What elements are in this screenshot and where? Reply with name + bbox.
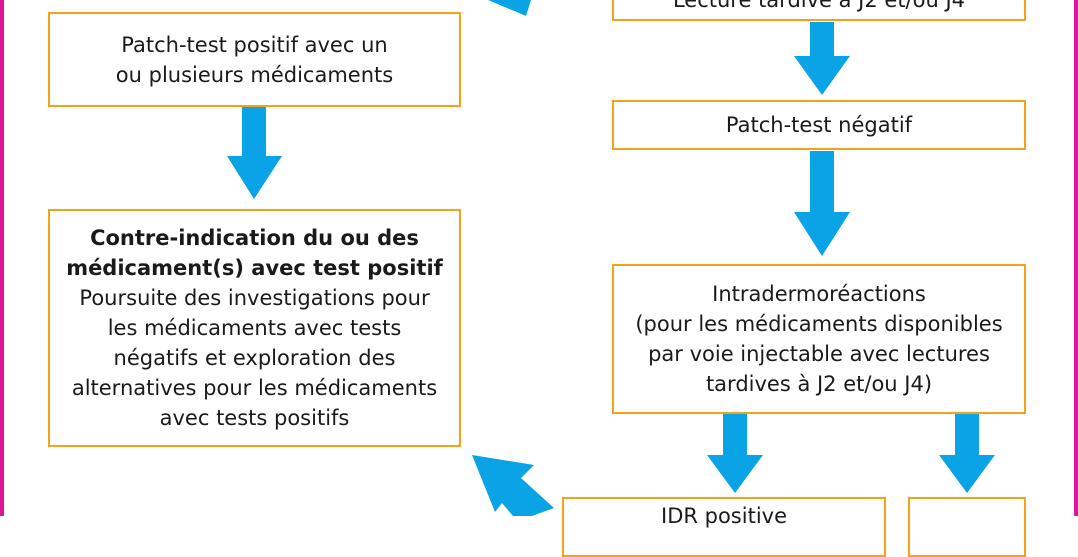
arrow-down-idr-pos-shaft	[723, 414, 747, 456]
contre-indication-line-3: négatifs et exploration des	[113, 346, 396, 370]
arrow-diagonal-to-contre-indication	[472, 455, 554, 516]
arrow-down-right-1-shaft	[810, 22, 834, 57]
arrow-up-left-partial	[488, 0, 531, 16]
arrows-layer	[227, 0, 995, 516]
lecture-tardive-box: Lecture tardive à J2 et/ou J4	[612, 0, 1026, 21]
intradermo-line-2: (pour les médicaments disponibles	[635, 312, 1003, 336]
patch-positive-line-1: Patch-test positif avec un	[121, 32, 388, 57]
intradermo-box: Intradermoréactions (pour les médicament…	[612, 264, 1026, 414]
arrow-down-right-2-head	[794, 212, 850, 256]
frame-right-border	[1074, 0, 1078, 516]
arrow-down-right-2-shaft	[810, 151, 834, 213]
patch-positive-line-2: ou plusieurs médicaments	[115, 62, 394, 87]
patch-test-negative-box: Patch-test négatif	[612, 100, 1026, 150]
intradermo-line-4: tardives à J2 et/ou J4)	[705, 372, 933, 396]
arrow-down-idr-neg-shaft	[955, 414, 979, 456]
arrow-down-idr-pos-head	[707, 455, 763, 493]
arrow-down-right-1-head	[794, 56, 850, 95]
intradermo-line-3: par voie injectable avec lectures	[648, 342, 990, 366]
contre-indication-line-5: avec tests positifs	[159, 406, 350, 430]
contre-indication-line-2: les médicaments avec tests	[107, 316, 402, 340]
contre-indication-line-4: alternatives pour les médicaments	[71, 376, 438, 400]
arrow-down-idr-neg-head	[939, 455, 995, 493]
contre-indication-box: Contre-indication du ou des médicament(s…	[48, 209, 461, 447]
lecture-tardive-text: Lecture tardive à J2 et/ou J4	[672, 0, 966, 12]
frame-left-border	[0, 0, 4, 516]
arrow-down-left-shaft	[242, 107, 266, 157]
contre-indication-line-1: Poursuite des investigations pour	[79, 286, 430, 310]
contre-indication-bold-line-1: Contre-indication du ou des	[90, 226, 419, 250]
contre-indication-bold-line-2: médicament(s) avec test positif	[66, 256, 443, 280]
intradermo-line-1: Intradermoréactions	[712, 282, 926, 306]
patch-test-positive-box: Patch-test positif avec un ou plusieurs …	[48, 12, 461, 107]
patch-negative-text: Patch-test négatif	[725, 113, 913, 137]
arrow-down-left-head	[227, 156, 282, 199]
